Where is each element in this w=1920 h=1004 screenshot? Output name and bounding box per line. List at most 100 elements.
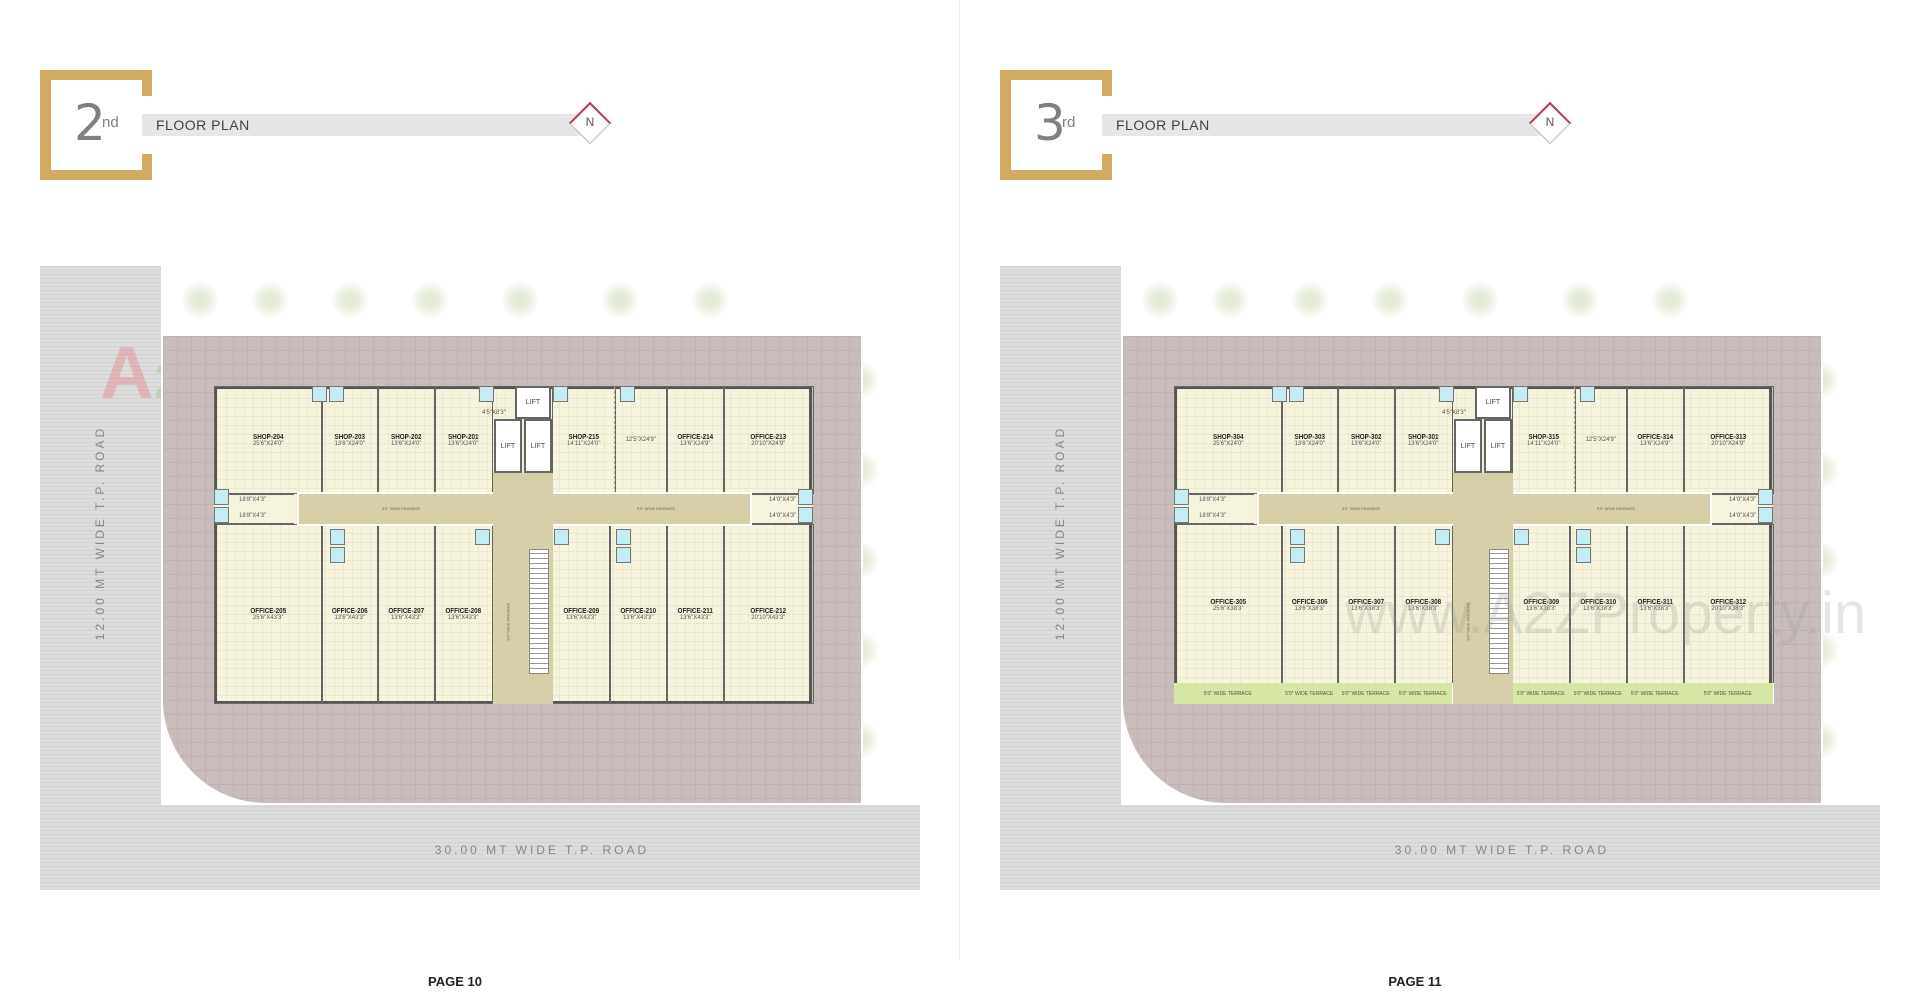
room-name: OFFICE-206 [331, 607, 368, 615]
room-dimension: 13'6"X38'3" [1350, 605, 1382, 612]
tree-icon [410, 280, 450, 320]
tree-icon [1650, 280, 1690, 320]
room-name: SHOP-204 [253, 433, 284, 441]
floor-number: 3 [1034, 94, 1066, 152]
north-label: N [1545, 115, 1555, 129]
title-bar: FLOOR PLAN [1102, 114, 1552, 136]
tree-icon [1140, 280, 1180, 320]
corridor-dim: 18'8"X4'3" [1199, 513, 1227, 519]
passage-label: 9'0" WIDE PASSAGE [637, 506, 676, 511]
room-dimension: 20'10"X24'9" [1711, 440, 1746, 447]
washroom [475, 529, 490, 545]
room-name: SHOP-202 [391, 433, 422, 441]
terrace: 5'0" WIDE TERRACE [1281, 683, 1339, 704]
page-number: PAGE 10 [428, 974, 482, 989]
washroom [616, 529, 631, 545]
washroom [1290, 547, 1305, 563]
room-name: SHOP-203 [334, 433, 365, 441]
room-name: OFFICE-210 [620, 607, 657, 615]
floor-number: 2 [74, 94, 106, 152]
room: 12'5"X24'9" [614, 386, 668, 494]
room-name: OFFICE-209 [563, 607, 600, 615]
room-dimension: 13'6"X24'0" [334, 440, 366, 447]
washroom [1174, 507, 1189, 523]
lobby-dimension: 4'5"X8'3" [1442, 410, 1466, 416]
page-title: FLOOR PLAN [1116, 117, 1210, 133]
side-road-label: 12.00 MT WIDE T.P. ROAD [93, 425, 107, 641]
room-dimension: 13'6"X38'3" [1582, 605, 1614, 612]
lift: LIFT [515, 386, 551, 419]
room-dimension: 13'6"X38'3" [1525, 605, 1557, 612]
room-name: SHOP-301 [1408, 433, 1439, 441]
room-dimension: 13'6"X43'3" [447, 614, 479, 621]
room-dimension: 13'6"X24'0" [447, 440, 479, 447]
terrace: 5'0" WIDE TERRACE [1683, 683, 1774, 704]
washroom [330, 547, 345, 563]
washroom [1514, 529, 1529, 545]
room-name: OFFICE-312 [1710, 598, 1747, 606]
page-3rd-floor: 3 rd FLOOR PLAN N 12.00 MT WIDE T.P. ROA… [960, 0, 1920, 1004]
room-name: OFFICE-314 [1637, 433, 1674, 441]
washroom [553, 386, 568, 402]
washroom [214, 507, 229, 523]
room-dimension: 13'6"X24'0" [1350, 440, 1382, 447]
corridor-dim: 18'8"X4'3" [1199, 497, 1227, 503]
corridor-dim: 18'8"X4'3" [239, 513, 267, 519]
washroom [554, 529, 569, 545]
room-name: SHOP-302 [1351, 433, 1382, 441]
washroom [330, 529, 345, 545]
room-dimension: 25'6"X24'0" [252, 440, 284, 447]
tree-icon [250, 280, 290, 320]
room-dimension: 13'6"X43'3" [565, 614, 597, 621]
washroom [1758, 489, 1773, 505]
washroom [616, 547, 631, 563]
page-number: PAGE 11 [1388, 974, 1442, 989]
room-name: OFFICE-207 [388, 607, 425, 615]
washroom [1272, 386, 1287, 402]
terrace: 5'0" WIDE TERRACE [1337, 683, 1396, 704]
terrace: 5'0" WIDE TERRACE [1394, 683, 1453, 704]
washroom [1435, 529, 1450, 545]
room-name: SHOP-304 [1213, 433, 1244, 441]
tree-icon [330, 280, 370, 320]
room-dimension: 13'6"X24'9" [1639, 440, 1671, 447]
tree-icon [1370, 280, 1410, 320]
passage-label: 9'0" WIDE PASSAGE [1342, 506, 1381, 511]
room: 12'5"X24'9" [1574, 386, 1628, 494]
room-dimension: 13'6"X24'0" [1294, 440, 1326, 447]
corridor-dim: 14'0"X4'3" [769, 497, 797, 503]
tree-icon [1290, 280, 1330, 320]
washroom [1576, 547, 1591, 563]
page-title: FLOOR PLAN [156, 117, 250, 133]
washroom [479, 386, 494, 402]
room-dimension: 13'6"X38'3" [1407, 605, 1439, 612]
room-dimension: 13'6"X43'3" [334, 614, 366, 621]
room-dimension: 25'6"X38'3" [1212, 605, 1244, 612]
washroom [798, 507, 813, 523]
room-dimension: 13'6"X43'3" [622, 614, 654, 621]
watermark: www.A2ZProperty.in [1345, 581, 1867, 646]
corridor-dim: 14'0"X4'3" [1729, 513, 1757, 519]
front-road [40, 805, 920, 890]
room-dimension: 13'6"X38'3" [1294, 605, 1326, 612]
title-bar: FLOOR PLAN [142, 114, 592, 136]
side-road-label: 12.00 MT WIDE T.P. ROAD [1053, 425, 1067, 641]
washroom [1290, 529, 1305, 545]
room-name: OFFICE-211 [677, 607, 713, 615]
staircase [529, 549, 549, 674]
north-label: N [585, 115, 595, 129]
